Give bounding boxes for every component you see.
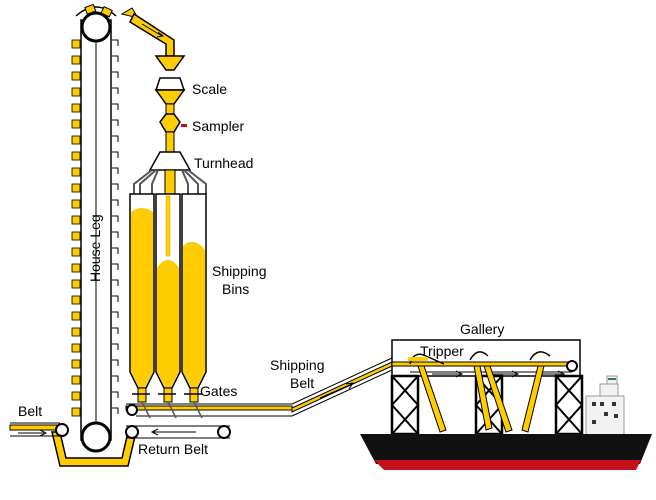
empty-bucket xyxy=(112,327,119,334)
loaded-bucket xyxy=(71,231,81,241)
incoming-belt: Belt xyxy=(9,403,69,437)
empty-bucket xyxy=(112,103,119,110)
empty-bucket xyxy=(112,407,119,414)
scale: Scale xyxy=(154,55,227,115)
sampler-label: Sampler xyxy=(192,118,244,134)
empty-bucket xyxy=(112,295,119,302)
loaded-bucket xyxy=(71,343,81,353)
sampler: Sampler xyxy=(159,113,244,153)
return-belt-label: Return Belt xyxy=(138,441,208,457)
shipping-belt-label-2: Belt xyxy=(290,375,314,391)
return-belt: Return Belt xyxy=(125,425,231,457)
empty-bucket xyxy=(112,183,119,190)
scale-label: Scale xyxy=(192,81,227,97)
loaded-bucket xyxy=(71,55,81,65)
house-leg-label: House Leg xyxy=(87,214,103,282)
loaded-bucket xyxy=(71,295,81,305)
shipping-belt-lower xyxy=(125,401,293,419)
shipping-bins-label-2: Bins xyxy=(222,281,249,297)
house-leg: House Leg xyxy=(51,3,137,467)
empty-bucket xyxy=(112,39,119,46)
ship-waterline xyxy=(374,460,641,470)
turnhead-label: Turnhead xyxy=(194,155,253,171)
empty-bucket xyxy=(112,263,119,270)
empty-bucket xyxy=(112,343,119,350)
shipping-belt-incline: Shipping Belt xyxy=(270,357,393,417)
empty-bucket xyxy=(112,199,119,206)
loaded-bucket xyxy=(71,215,81,225)
empty-bucket xyxy=(112,391,119,398)
ship xyxy=(360,375,652,470)
shipping-bins-label-1: Shipping xyxy=(212,263,267,279)
empty-bucket xyxy=(112,279,119,286)
loaded-bucket xyxy=(71,407,81,417)
leg-buckets-empty xyxy=(112,39,119,414)
loaded-bucket xyxy=(71,391,81,401)
head-spout xyxy=(120,7,175,57)
loaded-bucket xyxy=(71,167,81,177)
empty-bucket xyxy=(112,71,119,78)
loaded-bucket xyxy=(71,135,81,145)
sampler-mark xyxy=(181,124,187,127)
empty-bucket xyxy=(112,231,119,238)
belt-arrow xyxy=(18,429,48,437)
ship-hull xyxy=(360,434,652,464)
empty-bucket xyxy=(112,311,119,318)
loaded-bucket xyxy=(71,311,81,321)
empty-bucket xyxy=(112,375,119,382)
shipping-belt-label-1: Shipping xyxy=(270,357,325,373)
empty-bucket xyxy=(112,135,119,142)
turnhead: Turnhead xyxy=(133,151,253,197)
loaded-bucket xyxy=(71,119,81,129)
loaded-bucket xyxy=(71,71,81,81)
loaded-bucket xyxy=(71,183,81,193)
leg-buckets-loaded xyxy=(71,39,81,417)
return-belt-arrow xyxy=(150,428,196,436)
shipping-bins: Shipping Bins xyxy=(129,193,267,389)
loaded-bucket xyxy=(71,375,81,385)
loaded-bucket xyxy=(71,279,81,289)
loaded-bucket xyxy=(71,247,81,257)
loaded-bucket xyxy=(71,39,81,49)
empty-bucket xyxy=(112,215,119,222)
boot-pulley xyxy=(80,421,112,453)
loaded-bucket xyxy=(71,359,81,369)
empty-bucket xyxy=(112,247,119,254)
empty-bucket xyxy=(112,87,119,94)
loaded-bucket xyxy=(71,327,81,337)
empty-bucket xyxy=(112,55,119,62)
empty-bucket xyxy=(112,167,119,174)
loading-spouts xyxy=(417,365,545,433)
loaded-bucket xyxy=(71,87,81,97)
loaded-bucket xyxy=(71,103,81,113)
gates-label: Gates xyxy=(200,383,237,399)
loaded-bucket xyxy=(71,263,81,273)
tripper xyxy=(409,353,445,365)
gallery-label: Gallery xyxy=(460,321,504,337)
empty-bucket xyxy=(112,119,119,126)
head-pulley xyxy=(80,11,112,43)
tripper-label: Tripper xyxy=(420,343,464,359)
belt-label: Belt xyxy=(18,403,42,419)
empty-bucket xyxy=(112,359,119,366)
empty-bucket xyxy=(112,151,119,158)
loaded-bucket xyxy=(71,151,81,161)
loaded-bucket xyxy=(71,199,81,209)
